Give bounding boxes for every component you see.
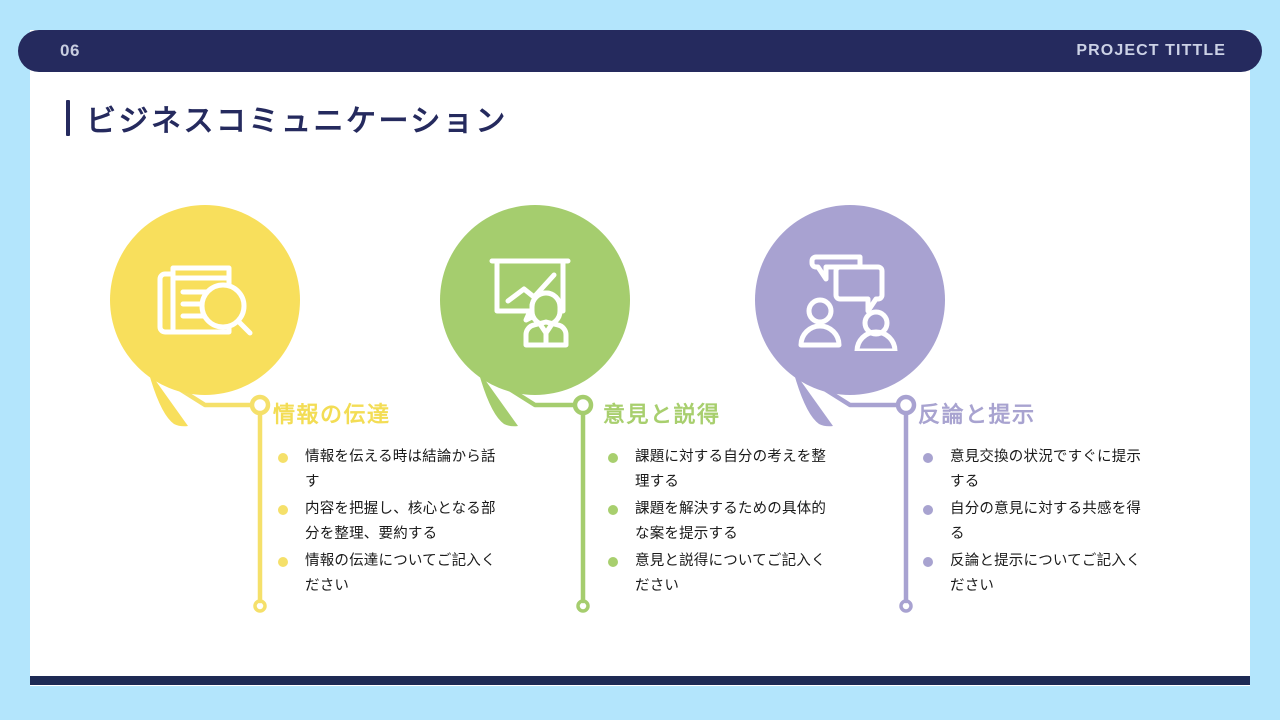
header-bar: 06 PROJECT TITTLE	[18, 30, 1262, 72]
column-heading-0: 情報の伝達	[273, 402, 391, 427]
bullet-dot-icon	[923, 504, 933, 515]
bullet-dot-icon	[608, 452, 618, 463]
bullet-text: 反論と提示についてご記入ください	[950, 553, 1141, 594]
page-title-text: ビジネスコミュニケーション	[86, 105, 508, 138]
page-title: ビジネスコミュニケーション	[66, 96, 508, 140]
list-item: 課題を解決するための具体的な案を提示する	[608, 497, 836, 547]
list-item: 内容を把握し、核心となる部分を整理、要約する	[278, 497, 506, 547]
list-item: 反論と提示についてご記入ください	[923, 549, 1151, 599]
info-column-0: 情報の伝達 情報を伝える時は結論から話す 内容を把握し、核心となる部分を整理、要…	[110, 205, 495, 613]
icon-bubble-1	[440, 205, 630, 427]
list-item: 意見と説得についてご記入ください	[608, 549, 836, 599]
bullet-text: 意見と説得についてご記入ください	[635, 553, 826, 594]
icon-bubble-0	[110, 205, 300, 427]
bullet-dot-icon	[923, 452, 933, 463]
bullet-text: 情報の伝達についてご記入ください	[305, 553, 496, 594]
column-heading-1: 意見と説得	[603, 402, 721, 427]
title-accent-bar	[66, 100, 70, 136]
bullet-dot-icon	[278, 452, 288, 463]
bullet-list-1: 課題に対する自分の考えを整理する 課題を解決するための具体的な案を提示する 意見…	[608, 445, 836, 601]
bullet-dot-icon	[608, 556, 618, 567]
bullet-list-2: 意見交換の状況ですぐに提示する 自分の意見に対する共感を得る 反論と提示について…	[923, 445, 1151, 601]
info-column-2: 反論と提示 意見交換の状況ですぐに提示する 自分の意見に対する共感を得る 反論と…	[755, 205, 1141, 613]
document-search-icon	[157, 265, 253, 336]
bullet-text: 自分の意見に対する共感を得る	[950, 501, 1142, 542]
presentation-chart-person-icon	[489, 258, 571, 348]
project-title: PROJECT TITTLE	[1076, 42, 1226, 59]
bullet-text: 課題に対する自分の考えを整理する	[635, 449, 827, 490]
bullet-list-0: 情報を伝える時は結論から話す 内容を把握し、核心となる部分を整理、要約する 情報…	[278, 445, 506, 601]
two-people-speech-bubbles-icon	[798, 254, 898, 351]
bullet-dot-icon	[923, 556, 933, 567]
bullet-text: 意見交換の状況ですぐに提示する	[950, 449, 1142, 490]
bullet-dot-icon	[608, 504, 618, 515]
list-item: 自分の意見に対する共感を得る	[923, 497, 1151, 547]
list-item: 情報の伝達についてご記入ください	[278, 549, 506, 599]
list-item: 課題に対する自分の考えを整理する	[608, 445, 836, 495]
card-bottom-rule	[30, 676, 1250, 685]
bullet-dot-icon	[278, 504, 288, 515]
slide-number: 06	[60, 41, 80, 60]
list-item: 意見交換の状況ですぐに提示する	[923, 445, 1151, 495]
column-heading-2: 反論と提示	[918, 402, 1036, 427]
icon-bubble-2	[755, 205, 945, 427]
info-column-1: 意見と説得 課題に対する自分の考えを整理する 課題を解決するための具体的な案を提…	[440, 205, 826, 613]
bullet-text: 内容を把握し、核心となる部分を整理、要約する	[305, 501, 496, 542]
list-item: 情報を伝える時は結論から話す	[278, 445, 506, 495]
bullet-dot-icon	[278, 556, 288, 567]
bullet-text: 情報を伝える時は結論から話す	[305, 449, 496, 490]
bullet-text: 課題を解決するための具体的な案を提示する	[635, 501, 827, 542]
